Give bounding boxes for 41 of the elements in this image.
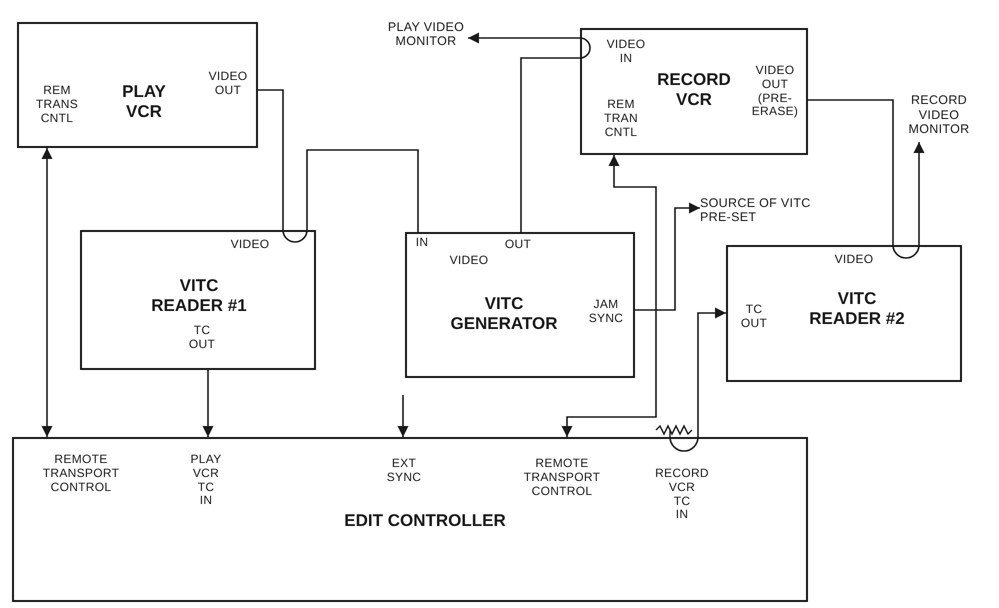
device-box [405, 232, 635, 378]
device-box [726, 245, 962, 382]
port-label: JAM SYNC [588, 298, 624, 326]
connector-arrow [202, 370, 214, 437]
device-box [580, 28, 808, 155]
port-label: VIDEO IN [606, 38, 646, 66]
connector-arrow [635, 202, 700, 311]
connector-arrow [468, 32, 580, 44]
device-box [80, 230, 316, 370]
port-label: VIDEO OUT (PRE-ERASE) [750, 64, 800, 120]
connector-arrow [914, 142, 924, 245]
device-box [17, 22, 258, 148]
signal-label: PLAY VIDEO MONITOR [384, 8, 468, 60]
port-label: OUT [504, 238, 532, 252]
port-label: VIDEO OUT [208, 70, 248, 98]
device-title: PLAY VCR [121, 82, 167, 122]
port-label: IN [414, 236, 430, 250]
port-label: REMOTE TRANSPORT CONTROL [522, 457, 602, 498]
device-title: VITC READER #2 [808, 289, 906, 328]
connector-arrow [398, 395, 408, 437]
device-title: VITC READER #1 [150, 276, 248, 316]
port-label: VIDEO [230, 238, 270, 252]
device-box [12, 437, 808, 602]
port-label: TC OUT [740, 303, 768, 331]
connector-arrow [562, 155, 657, 437]
signal-label: RECORD VIDEO MONITOR [898, 88, 980, 142]
device-title: RECORD VCR [656, 70, 732, 110]
port-label: REM TRANS CNTL [34, 84, 80, 126]
port-label: REM TRAN CNTL [603, 98, 639, 140]
port-label: PLAY VCR TC IN [190, 453, 222, 508]
connector-arrow [697, 308, 726, 437]
device-title: EDIT CONTROLLER [343, 511, 507, 531]
port-label: EXT SYNC [386, 457, 422, 485]
port-label: TC OUT [188, 324, 216, 352]
port-label: VIDEO [448, 254, 490, 268]
port-label: RECORD VCR TC IN [654, 467, 710, 522]
connector-arrow [42, 148, 52, 437]
device-title: VITC GENERATOR [449, 294, 559, 334]
port-label: REMOTE TRANSPORT CONTROL [42, 453, 120, 494]
signal-label: SOURCE OF VITC PRE-SET [700, 190, 828, 230]
port-label: VIDEO [834, 253, 874, 267]
